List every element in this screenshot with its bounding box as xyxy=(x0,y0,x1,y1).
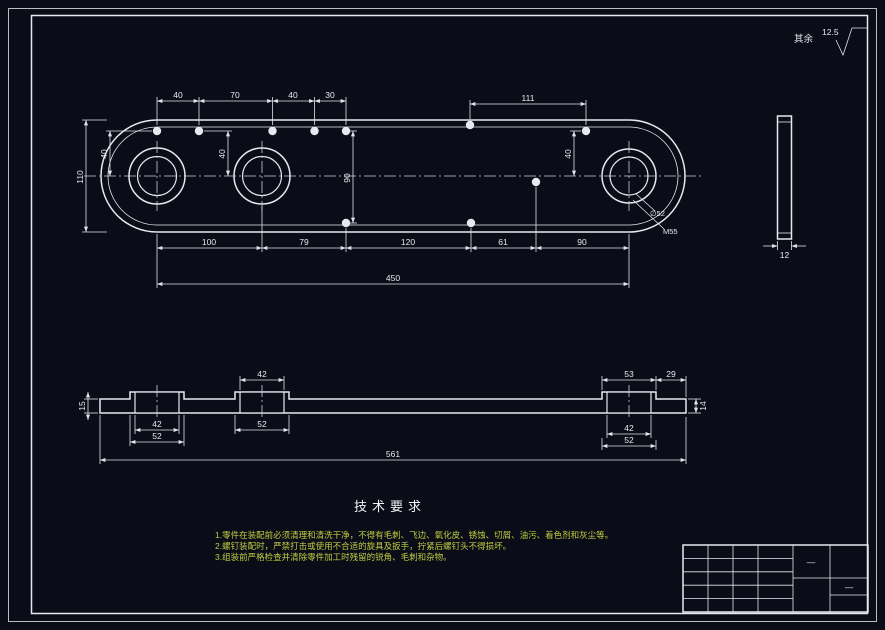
dim-label: 90 xyxy=(577,237,587,247)
dim-v40-mid: 40 xyxy=(204,130,232,176)
dim-mid-52: 52 xyxy=(234,415,290,434)
side-view: 12 xyxy=(763,115,806,260)
dim-label: 100 xyxy=(202,237,216,247)
dim-v40-right: 40 xyxy=(563,130,581,176)
dim-label: 12 xyxy=(780,250,790,260)
dim-label: 110 xyxy=(75,170,85,184)
drawing-frame-outer xyxy=(8,8,877,622)
dim-label: 70 xyxy=(230,90,240,100)
section-view: 42 53 29 15 14 xyxy=(77,369,708,464)
dim-42-top: 42 xyxy=(239,369,285,390)
dim-left-52: 52 xyxy=(129,415,185,446)
dim-label: 52 xyxy=(152,431,162,441)
roughness-icon xyxy=(835,27,868,57)
dim-right-52: 52 xyxy=(601,435,657,450)
dim-label: 52 xyxy=(257,419,267,429)
dim-label: 42 xyxy=(624,423,634,433)
tech-requirements-title: 技术要求 xyxy=(354,499,426,514)
dim-label: M55 xyxy=(663,227,678,236)
dim-label: 53 xyxy=(624,369,634,379)
bore-left xyxy=(128,141,186,211)
title-block-dash: — xyxy=(845,582,854,592)
dim-label: 15 xyxy=(77,401,87,411)
dim-label: 40 xyxy=(563,149,573,159)
leader-thread: M55 xyxy=(632,199,678,236)
dim-overall-450: 450 xyxy=(157,273,629,287)
section-profile xyxy=(99,391,687,414)
dim-label: 450 xyxy=(386,273,400,283)
dim-29: 29 xyxy=(656,369,687,397)
dim-label: 40 xyxy=(173,90,183,100)
section-hole-edges xyxy=(134,392,652,413)
dim-label: 561 xyxy=(386,449,400,459)
tech-requirement-item: 2.螺钉装配时，严禁打击或使用不合适的旋具及扳手，拧紧后螺钉头不得损坏。 xyxy=(215,541,511,551)
section-hole-right xyxy=(607,392,651,413)
dim-label: 14 xyxy=(698,401,708,411)
dim-label: 40 xyxy=(217,149,227,159)
dim-label: 111 xyxy=(522,93,535,103)
dim-chain-top: 40 70 40 30 xyxy=(156,90,347,125)
bore-right xyxy=(601,141,657,211)
side-outline xyxy=(776,115,793,240)
dim-label: 52 xyxy=(624,435,634,445)
dim-label: 120 xyxy=(401,237,415,247)
surface-finish-value: 12.5 xyxy=(822,27,839,37)
top-view: 40 70 40 30 111 110 40 40 xyxy=(75,90,702,288)
dim-label: 30 xyxy=(325,90,335,100)
title-block-grid xyxy=(683,545,868,612)
bore-middle xyxy=(233,141,291,211)
dim-right-42: 42 xyxy=(606,415,652,438)
dim-v40-left: 40 xyxy=(99,130,152,176)
dim-14: 14 xyxy=(688,398,708,414)
title-block-dash: — xyxy=(807,557,816,567)
surface-finish-note: 其余 12.5 xyxy=(794,27,868,57)
tech-requirement-item: 1.零件在装配前必须清理和清洗干净，不得有毛刺、飞边、氧化皮、锈蚀、切屑、油污、… xyxy=(215,530,613,540)
dim-label: ∅52 xyxy=(650,209,665,218)
dim-label: 40 xyxy=(99,149,109,159)
dim-v90: 90 xyxy=(342,130,357,224)
section-centerlines xyxy=(156,385,630,420)
technical-requirements: 技术要求 1.零件在装配前必须清理和清洗干净，不得有毛刺、飞边、氧化皮、锈蚀、切… xyxy=(215,499,613,562)
dim-left-42: 42 xyxy=(134,415,180,434)
bolt-holes xyxy=(152,120,591,228)
dim-15: 15 xyxy=(77,392,98,420)
leader-bore-diameter: ∅52 xyxy=(635,193,665,218)
dim-overall-561: 561 xyxy=(99,415,687,464)
title-block: — — xyxy=(682,544,869,613)
dim-label: 79 xyxy=(299,237,309,247)
section-hole-middle xyxy=(240,392,284,413)
dim-label: 42 xyxy=(152,419,162,429)
tech-requirement-item: 3.组装前严格检查并清除零件加工时残留的锐角、毛刺和杂物。 xyxy=(215,552,452,562)
dim-thickness-12: 12 xyxy=(763,241,806,260)
dim-label: 61 xyxy=(498,237,508,247)
dim-label: 40 xyxy=(288,90,298,100)
dim-chain-bottom: 100 79 120 61 90 xyxy=(156,187,630,288)
dim-110: 110 xyxy=(75,119,107,233)
dim-label: 42 xyxy=(257,369,267,379)
section-hole-left xyxy=(135,392,179,413)
dim-label: 90 xyxy=(342,173,352,183)
dim-label: 29 xyxy=(666,369,676,379)
drawing-frame-inner xyxy=(30,14,869,615)
surface-finish-prefix: 其余 xyxy=(794,33,814,45)
dim-111: 111 xyxy=(469,93,587,125)
